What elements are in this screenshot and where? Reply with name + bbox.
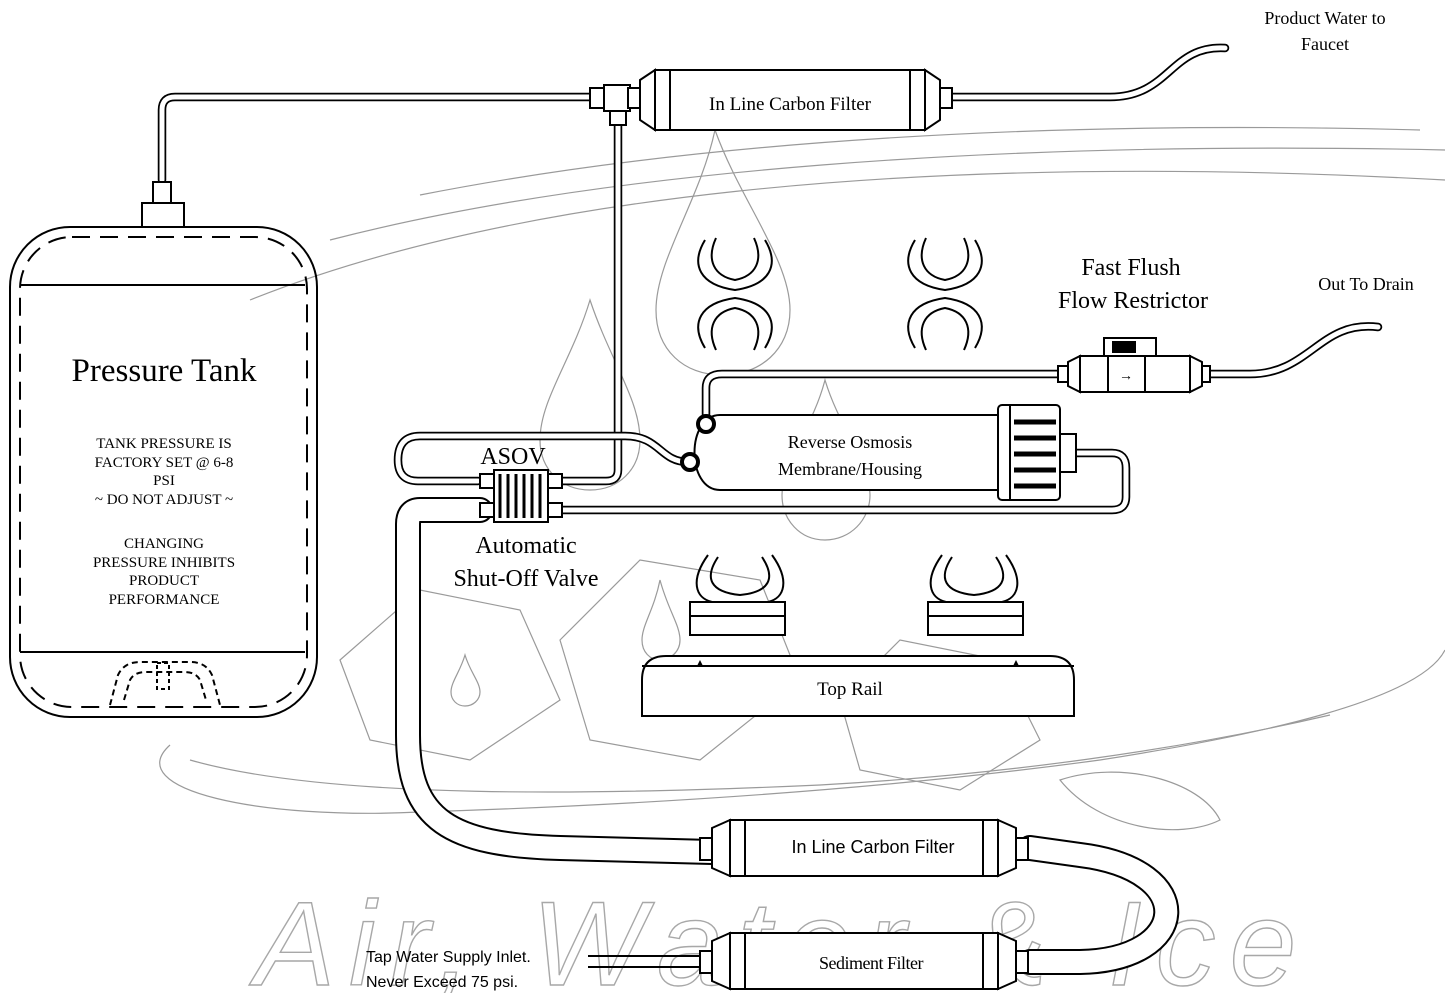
flow-restrictor-line-1: Fast Flush <box>1081 255 1180 281</box>
tank-note-line-3: PSI <box>153 473 175 489</box>
carbon-filter-bottom: In Line Carbon Filter <box>699 818 1029 878</box>
ro-membrane-line-2: Membrane/Housing <box>778 459 922 479</box>
carbon-filter-top: In Line Carbon Filter <box>627 68 953 132</box>
asov-line-1: Automatic <box>475 533 576 559</box>
membrane-clips-upper <box>697 237 983 351</box>
tank-warning-line-3: PRODUCT <box>129 573 199 589</box>
membrane-clips-lower <box>689 554 1024 636</box>
product-water-line-1: Product Water to <box>1264 8 1385 28</box>
asov-abbrev: ASOV <box>480 444 546 470</box>
pressure-tank: Pressure Tank TANK PRESSURE IS FACTORY S… <box>9 181 318 718</box>
clip-upper-left <box>697 237 773 351</box>
flow-restrictor-line-2: Flow Restrictor <box>1058 288 1208 314</box>
tank-title: Pressure Tank <box>72 353 257 389</box>
asov-valve: ASOV <box>479 444 563 523</box>
tubing <box>157 43 1383 975</box>
tank-note-line-1: TANK PRESSURE IS <box>96 436 232 452</box>
carbon-filter-top-label: In Line Carbon Filter <box>709 94 872 115</box>
clip-lower-left <box>689 554 786 636</box>
tank-note-line-4: ~ DO NOT ADJUST ~ <box>95 492 233 508</box>
top-rail-label: Top Rail <box>817 679 883 700</box>
top-rail: Top Rail <box>641 655 1075 717</box>
tank-note-line-2: FACTORY SET @ 6-8 <box>95 455 234 471</box>
ro-membrane-line-1: Reverse Osmosis <box>788 432 913 452</box>
product-water-line-2: Faucet <box>1301 34 1349 54</box>
sediment-filter-label: Sediment Filter <box>819 953 923 973</box>
ro-membrane-housing: Reverse Osmosis Membrane/Housing <box>680 404 1077 501</box>
tank-warning-line-2: PRESSURE INHIBITS <box>93 555 235 571</box>
asov-line-2: Shut-Off Valve <box>453 566 598 592</box>
tank-warning-line-1: CHANGING <box>124 536 204 552</box>
tee-fitting <box>589 84 631 126</box>
tank-warning-line-4: PERFORMANCE <box>109 592 220 608</box>
clip-lower-right <box>927 554 1024 636</box>
flow-restrictor: → <box>1057 337 1211 394</box>
clip-upper-right <box>907 237 983 351</box>
tap-inlet-line-2: Never Exceed 75 psi. <box>366 974 518 991</box>
sediment-filter: Sediment Filter <box>699 931 1029 991</box>
carbon-filter-bottom-label: In Line Carbon Filter <box>791 837 954 857</box>
drain-label: Out To Drain <box>1318 274 1413 294</box>
tap-inlet-line-1: Tap Water Supply Inlet. <box>366 949 531 966</box>
flow-arrow-icon: → <box>1119 367 1133 383</box>
